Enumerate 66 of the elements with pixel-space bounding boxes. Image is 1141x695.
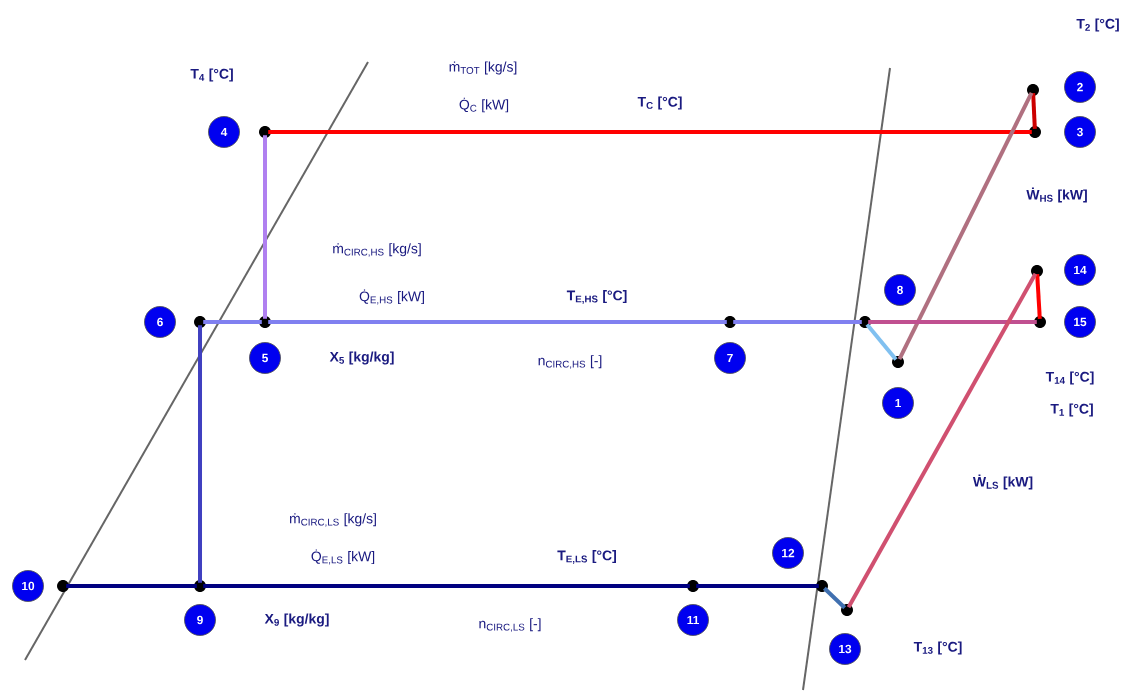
quantity-label: Ẇ$_{LS}$ [kW] — [972, 474, 1033, 490]
process-line — [696, 584, 819, 588]
quantity-label: T$_{E,HS}$ [°C] — [566, 290, 627, 304]
state-point — [1029, 126, 1041, 138]
quantity-label: T$_{1}$ [°C] — [1050, 403, 1093, 417]
number-badge: 3 — [1064, 116, 1096, 148]
number-badge: 5 — [249, 342, 281, 374]
quantity-label: T$_{E,LS}$ [°C] — [557, 550, 616, 564]
quantity-label: T$_{13}$ [°C] — [913, 641, 962, 655]
quantity-label: n$_{CIRC,LS}$ [-] — [479, 618, 541, 632]
quantity-label: ṁ$_{TOT}$ [kg/s] — [449, 61, 517, 75]
number-badge: 11 — [677, 604, 709, 636]
process-line — [897, 91, 1034, 361]
process-line — [268, 130, 1032, 134]
number-badge: 4 — [208, 116, 240, 148]
process-line — [66, 584, 197, 588]
quantity-label: Q̇$_{E,HS}$ [kW] — [359, 289, 424, 305]
state-point — [1031, 265, 1043, 277]
number-badge: 1 — [882, 387, 914, 419]
state-point — [194, 580, 206, 592]
process-line — [263, 135, 267, 319]
process-line — [1031, 93, 1037, 129]
number-badge: 9 — [184, 604, 216, 636]
state-point — [259, 126, 271, 138]
state-point — [259, 316, 271, 328]
number-badge: 13 — [829, 633, 861, 665]
number-badge: 10 — [12, 570, 44, 602]
process-line — [846, 272, 1038, 609]
state-point — [1027, 84, 1039, 96]
quantity-label: ṁ$_{CIRC,LS}$ [kg/s] — [290, 513, 376, 527]
number-badge: 12 — [772, 537, 804, 569]
number-badge: 15 — [1064, 306, 1096, 338]
process-line — [1035, 274, 1042, 319]
state-point — [1034, 316, 1046, 328]
number-badge: 6 — [144, 306, 176, 338]
process-line — [822, 586, 847, 610]
state-point — [57, 580, 69, 592]
number-badge: 8 — [884, 274, 916, 306]
process-line — [268, 320, 727, 324]
number-badge: 7 — [714, 342, 746, 374]
quantity-label: T$_{2}$ [°C] — [1076, 18, 1119, 32]
quantity-label: X$_{9}$ [kg/kg] — [264, 613, 329, 627]
state-point — [724, 316, 736, 328]
process-line — [203, 320, 262, 324]
number-badge: 14 — [1064, 254, 1096, 286]
state-point — [841, 604, 853, 616]
quantity-label: Q̇$_{E,LS}$ [kW] — [311, 549, 375, 565]
process-line — [868, 320, 1037, 324]
state-point — [816, 580, 828, 592]
number-badge: 2 — [1064, 71, 1096, 103]
process-line — [203, 584, 690, 588]
quantity-label: T$_{C}$ [°C] — [637, 96, 682, 110]
state-point — [892, 356, 904, 368]
process-line — [198, 325, 202, 583]
state-point — [687, 580, 699, 592]
quantity-label: T$_{14}$ [°C] — [1045, 371, 1094, 385]
quantity-label: Ẇ$_{HS}$ [kW] — [1026, 187, 1087, 203]
quantity-label: Q̇$_{C}$ [kW] — [459, 97, 509, 113]
quantity-label: X$_{5}$ [kg/kg] — [329, 351, 394, 365]
state-point — [194, 316, 206, 328]
process-line — [733, 320, 862, 324]
quantity-label: ṁ$_{CIRC,HS}$ [kg/s] — [333, 243, 421, 257]
quantity-label: n$_{CIRC,HS}$ [-] — [538, 355, 602, 369]
state-point — [859, 316, 871, 328]
process-line — [865, 323, 898, 361]
quantity-label: T$_{4}$ [°C] — [190, 68, 233, 82]
